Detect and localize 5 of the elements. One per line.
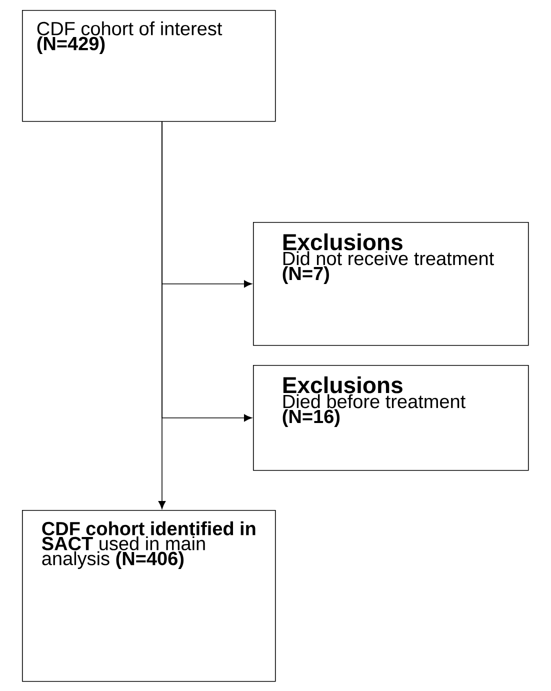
flow-box: Exclusions Did not receive treatment (N=7) <box>253 222 529 346</box>
flow-box: CDF cohort identified in SACT used in main analysis (N=406) <box>22 510 276 682</box>
flow-box: CDF cohort of interest (N=429) <box>22 10 276 122</box>
flow-box: Exclusions Died before treatment (N=16) <box>253 365 529 471</box>
arrow <box>162 121 252 422</box>
